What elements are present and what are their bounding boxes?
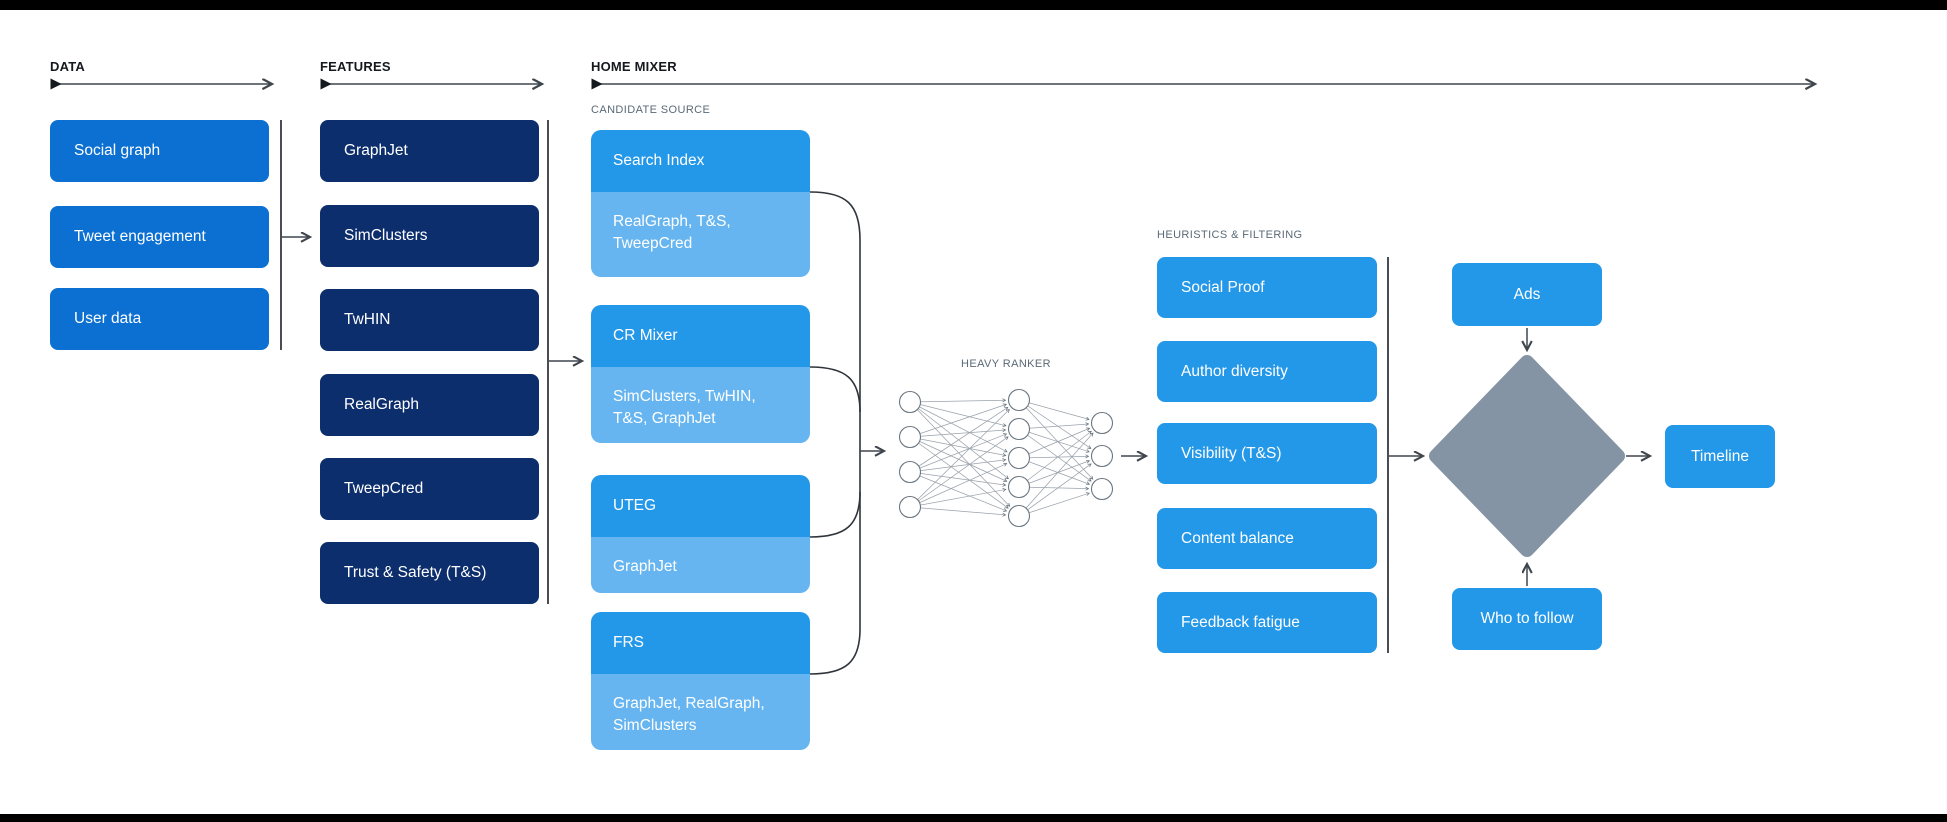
data-box-user-data: User data bbox=[50, 288, 269, 350]
candidate-collector bbox=[809, 191, 861, 675]
heuristics-filtering-label: HEURISTICS & FILTERING bbox=[1157, 229, 1303, 241]
candidate-frs-title: FRS bbox=[591, 612, 810, 674]
heuristic-box-visibility: Visibility (T&S) bbox=[1157, 423, 1377, 484]
candidate-source-label: CANDIDATE SOURCE bbox=[591, 104, 711, 116]
candidate-uteg-title: UTEG bbox=[591, 475, 810, 537]
network-node bbox=[898, 425, 922, 449]
candidate-group-frs: FRS GraphJet, RealGraph, SimClusters bbox=[591, 612, 810, 750]
candidate-group-search-index: Search Index RealGraph, T&S, TweepCred bbox=[591, 130, 810, 277]
heuristic-box-content-balance: Content balance bbox=[1157, 508, 1377, 569]
network-node bbox=[898, 390, 922, 414]
candidate-cr-mixer-title: CR Mixer bbox=[591, 305, 810, 367]
home-mixer-column-header: HOME MIXER bbox=[591, 59, 677, 74]
network-node bbox=[1007, 446, 1031, 470]
feature-box-tweepcred: TweepCred bbox=[320, 458, 539, 520]
timeline-box: Timeline bbox=[1665, 425, 1775, 488]
network-node bbox=[1007, 504, 1031, 528]
network-node bbox=[1090, 411, 1114, 435]
feature-box-graphjet: GraphJet bbox=[320, 120, 539, 182]
network-node bbox=[1007, 388, 1031, 412]
feature-box-simclusters: SimClusters bbox=[320, 205, 539, 267]
network-node bbox=[1007, 475, 1031, 499]
heuristic-box-author-diversity: Author diversity bbox=[1157, 341, 1377, 402]
heuristic-box-social-proof: Social Proof bbox=[1157, 257, 1377, 318]
candidate-frs-inputs: GraphJet, RealGraph, SimClusters bbox=[591, 674, 810, 750]
feature-box-trust-safety: Trust & Safety (T&S) bbox=[320, 542, 539, 604]
who-to-follow-box: Who to follow bbox=[1452, 588, 1602, 650]
network-node bbox=[1090, 444, 1114, 468]
network-node bbox=[898, 495, 922, 519]
heavy-ranker-label: HEAVY RANKER bbox=[961, 358, 1051, 370]
features-column-header: FEATURES bbox=[320, 59, 391, 74]
network-node bbox=[1007, 417, 1031, 441]
candidate-cr-mixer-inputs: SimClusters, TwHIN, T&S, GraphJet bbox=[591, 367, 810, 443]
candidate-group-uteg: UTEG GraphJet bbox=[591, 475, 810, 593]
network-node bbox=[898, 460, 922, 484]
feature-box-twhin: TwHIN bbox=[320, 289, 539, 351]
data-box-social-graph: Social graph bbox=[50, 120, 269, 182]
candidate-group-cr-mixer: CR Mixer SimClusters, TwHIN, T&S, GraphJ… bbox=[591, 305, 810, 443]
heavy-ranker-network bbox=[898, 388, 1114, 528]
bottom-letterbox-bar bbox=[0, 814, 1947, 822]
mixing-diamond bbox=[1429, 355, 1625, 557]
top-letterbox-bar bbox=[0, 0, 1947, 10]
data-box-tweet-engagement: Tweet engagement bbox=[50, 206, 269, 268]
candidate-uteg-inputs: GraphJet bbox=[591, 537, 810, 593]
heuristic-box-feedback-fatigue: Feedback fatigue bbox=[1157, 592, 1377, 653]
ads-box: Ads bbox=[1452, 263, 1602, 326]
candidate-search-index-inputs: RealGraph, T&S, TweepCred bbox=[591, 192, 810, 277]
candidate-search-index-title: Search Index bbox=[591, 130, 810, 192]
network-node bbox=[1090, 477, 1114, 501]
feature-box-realgraph: RealGraph bbox=[320, 374, 539, 436]
data-column-header: DATA bbox=[50, 59, 85, 74]
